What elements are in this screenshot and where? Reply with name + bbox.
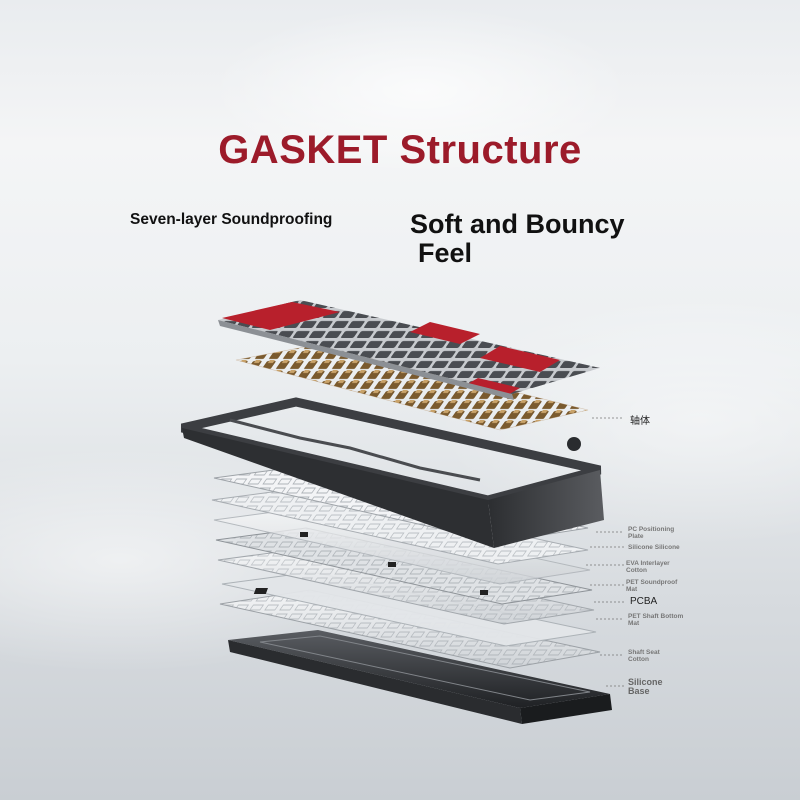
callout-pet-shaft-line2: Mat (628, 620, 640, 627)
feature-soundproofing: Seven-layer Soundproofing (130, 211, 333, 228)
feature-feel: Soft and Bouncy Feel (410, 210, 690, 268)
callout-eva-line2: Cotton (626, 567, 647, 574)
top-frame-layer (180, 397, 604, 548)
page-title: GASKET Structure (218, 128, 582, 172)
callout-eva: EVA Interlayer Cotton (626, 560, 670, 574)
keycap-layer (218, 300, 600, 400)
callout-pc-plate-line2: Plate (628, 533, 644, 540)
callout-eva-line1: EVA Interlayer (626, 560, 670, 567)
callout-pet-shaft-line1: PET Shaft Bottom (628, 613, 684, 620)
bottom-case-layer (228, 630, 612, 724)
callout-pc-plate-line1: PC Positioning (628, 526, 675, 533)
callout-shaft-seat: Shaft Seat Cotton (628, 649, 660, 663)
switch-layer (235, 343, 589, 431)
callout-shaft-seat-line1: Shaft Seat (628, 649, 660, 656)
feature-feel-line1: Soft and Bouncy (410, 209, 625, 239)
callout-pcba: PCBA (630, 596, 658, 607)
callout-shaft-seat-line2: Cotton (628, 656, 649, 663)
shaft-seat-cotton-layer (221, 571, 597, 647)
callout-switch: 轴体 (630, 416, 650, 427)
callout-silicone-base-line1: Silicone (628, 677, 663, 687)
callout-silicone-layer: Silicone Silicone (628, 544, 680, 551)
callout-pet-soundproof-line1: PET Soundproof (626, 579, 678, 586)
callout-silicone-base: Silicone Base (628, 678, 663, 696)
callout-pet-shaft: PET Shaft Bottom Mat (628, 613, 683, 627)
callout-pet-soundproof: PET Soundproof Mat (626, 579, 677, 593)
feature-feel-line2: Feel (418, 238, 473, 268)
callout-silicone-base-line2: Base (628, 686, 650, 696)
callout-pc-plate: PC Positioning Plate (628, 526, 674, 540)
callout-leader-lines (586, 417, 624, 687)
callout-pet-soundproof-line2: Mat (626, 586, 638, 593)
